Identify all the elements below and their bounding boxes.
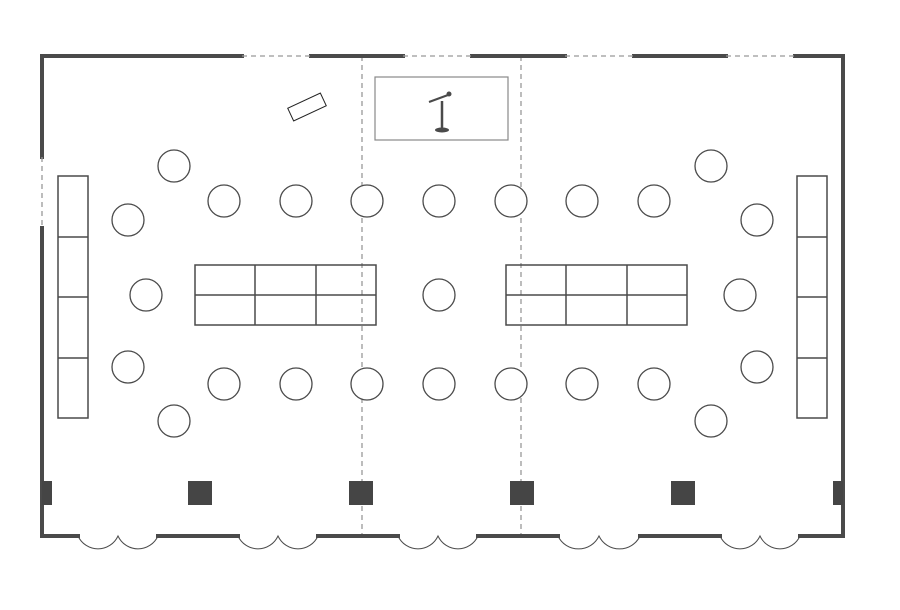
round-table <box>740 203 774 237</box>
double-door <box>237 534 319 550</box>
round-table <box>494 184 528 218</box>
round-table <box>111 350 145 384</box>
pillar <box>671 481 695 505</box>
microphone-base-icon <box>435 127 449 133</box>
projector-table <box>287 92 327 122</box>
round-table <box>422 184 456 218</box>
round-table <box>694 404 728 438</box>
round-table <box>422 278 456 312</box>
round-table <box>207 367 241 401</box>
double-door <box>557 534 641 550</box>
round-table <box>637 367 671 401</box>
round-table <box>157 404 191 438</box>
round-table <box>740 350 774 384</box>
round-table <box>494 367 528 401</box>
pillar <box>42 481 52 505</box>
double-door <box>77 534 159 550</box>
round-table <box>694 149 728 183</box>
pillar <box>188 481 212 505</box>
round-table <box>129 278 163 312</box>
round-table <box>111 203 145 237</box>
round-table <box>207 184 241 218</box>
microphone-icon <box>428 94 449 103</box>
round-table <box>422 367 456 401</box>
pillar <box>510 481 534 505</box>
round-table <box>350 184 384 218</box>
round-table <box>565 367 599 401</box>
round-table <box>157 149 191 183</box>
round-table <box>279 184 313 218</box>
round-table <box>350 367 384 401</box>
microphone-head-icon <box>446 91 452 97</box>
pillar <box>349 481 373 505</box>
round-table <box>723 278 757 312</box>
double-door <box>397 534 479 550</box>
stage <box>374 76 509 141</box>
round-table <box>279 367 313 401</box>
double-door <box>719 534 801 550</box>
pillar <box>833 481 843 505</box>
round-table <box>637 184 671 218</box>
round-table <box>565 184 599 218</box>
